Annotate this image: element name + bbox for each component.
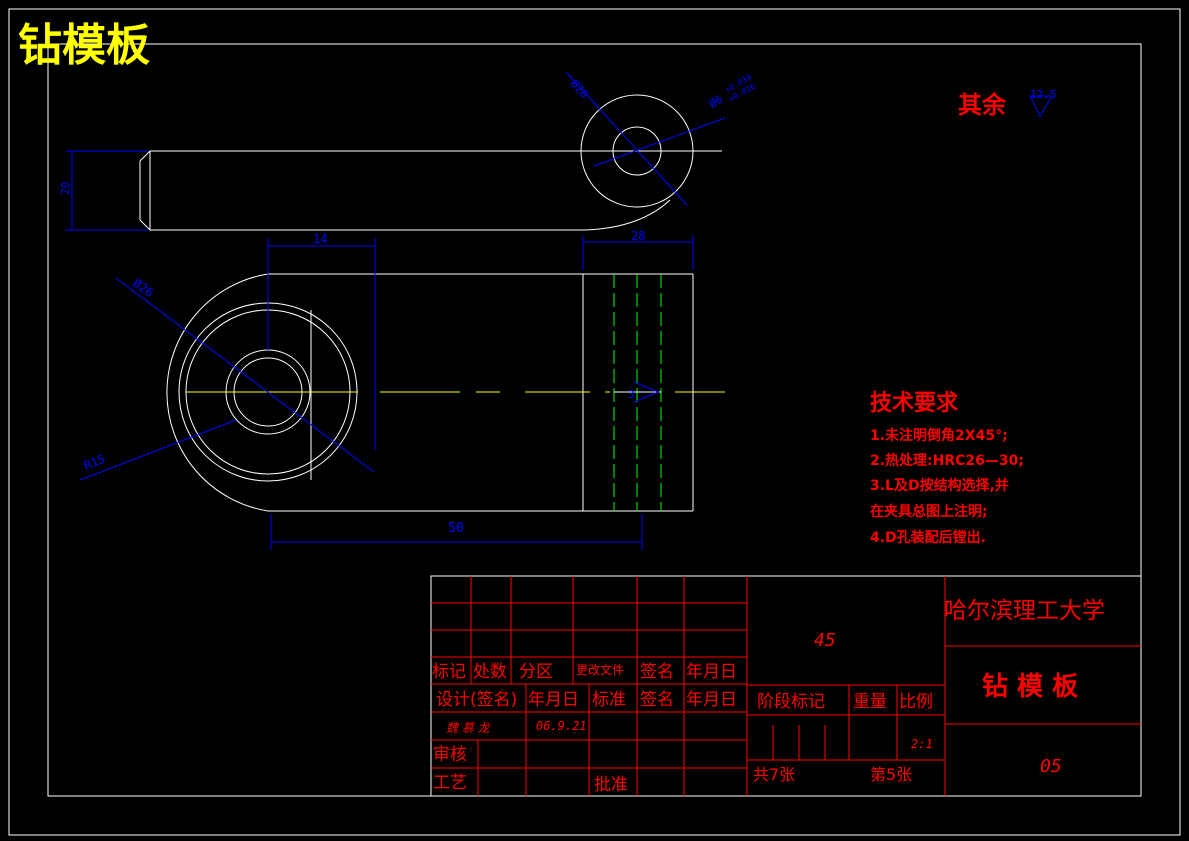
tb-weight: 重量 [853,692,887,712]
top-view [139,94,694,231]
tb-designer: 魏 慕 龙 [446,721,492,735]
tb-process: 工艺 [433,773,467,793]
tb-sign2: 签名 [640,690,674,710]
tb-date2: 年月日 [686,690,737,710]
tb-review: 审核 [433,745,467,765]
tb-design: 设计(签名) [436,690,517,710]
dim-r15: R15 [82,452,107,473]
tb-standard: 标准 [592,690,626,710]
tb-drawing-no: 05 [1040,756,1062,777]
tech-req-item: 2.热处理:HRC26—30; [870,452,1024,469]
surface-finish-icon [1029,95,1053,118]
tech-requirements-heading: 技术要求 [870,391,958,416]
tb-zone: 分区 [519,662,553,682]
dim-h20: 20 [59,182,72,195]
dim-c3: 3 [628,388,635,401]
tech-req-item: 3.L及D按结构选择,并 [870,477,1009,494]
top-view-dimensions [66,71,726,231]
dim-d20: Ø20 [568,77,591,100]
outer-border [8,8,1181,836]
tb-sheet-no: 第5张 [870,765,912,784]
tb-mark: 标记 [432,662,466,682]
tb-university: 哈尔滨理工大学 [944,598,1105,624]
tech-req-item: 在夹具总图上注明; [870,503,988,520]
tb-scale-label: 比例 [899,692,933,712]
title-block-grid [430,575,1142,797]
dim-w50: 50 [448,521,464,536]
surface-finish-value: 12.5 [1030,88,1057,101]
tech-req-item: 1.未注明倒角2X45°; [870,427,1008,444]
tb-designer-date: 06.9.21 [536,719,587,733]
tb-date: 年月日 [686,662,737,682]
tb-change-doc: 更改文件 [576,662,624,677]
tb-material: 45 [814,630,836,651]
dim-w28: 28 [631,229,645,243]
dim-w14: 14 [313,232,327,246]
tb-part-name: 钻 模 板 [982,672,1078,702]
tb-design-date: 年月日 [528,690,579,710]
drawing-title: 钻模板 [18,20,150,71]
dim-d6: Ø6 [707,93,725,111]
tb-sign: 签名 [640,662,674,682]
tech-req-item: 4.D孔装配后镗出. [870,529,986,546]
dim-d26: Ø26 [130,276,156,300]
tb-count: 处数 [473,662,507,682]
tb-approve: 批准 [594,775,628,795]
surface-finish-label: 其余 [958,91,1007,119]
tb-stage-mark: 阶段标记 [757,692,825,712]
tb-total-sheets: 共7张 [753,765,795,784]
inner-border [47,43,1142,797]
tb-scale: 2:1 [911,737,933,751]
chamfer-mark [633,381,660,403]
front-view-dimensions [79,236,694,550]
